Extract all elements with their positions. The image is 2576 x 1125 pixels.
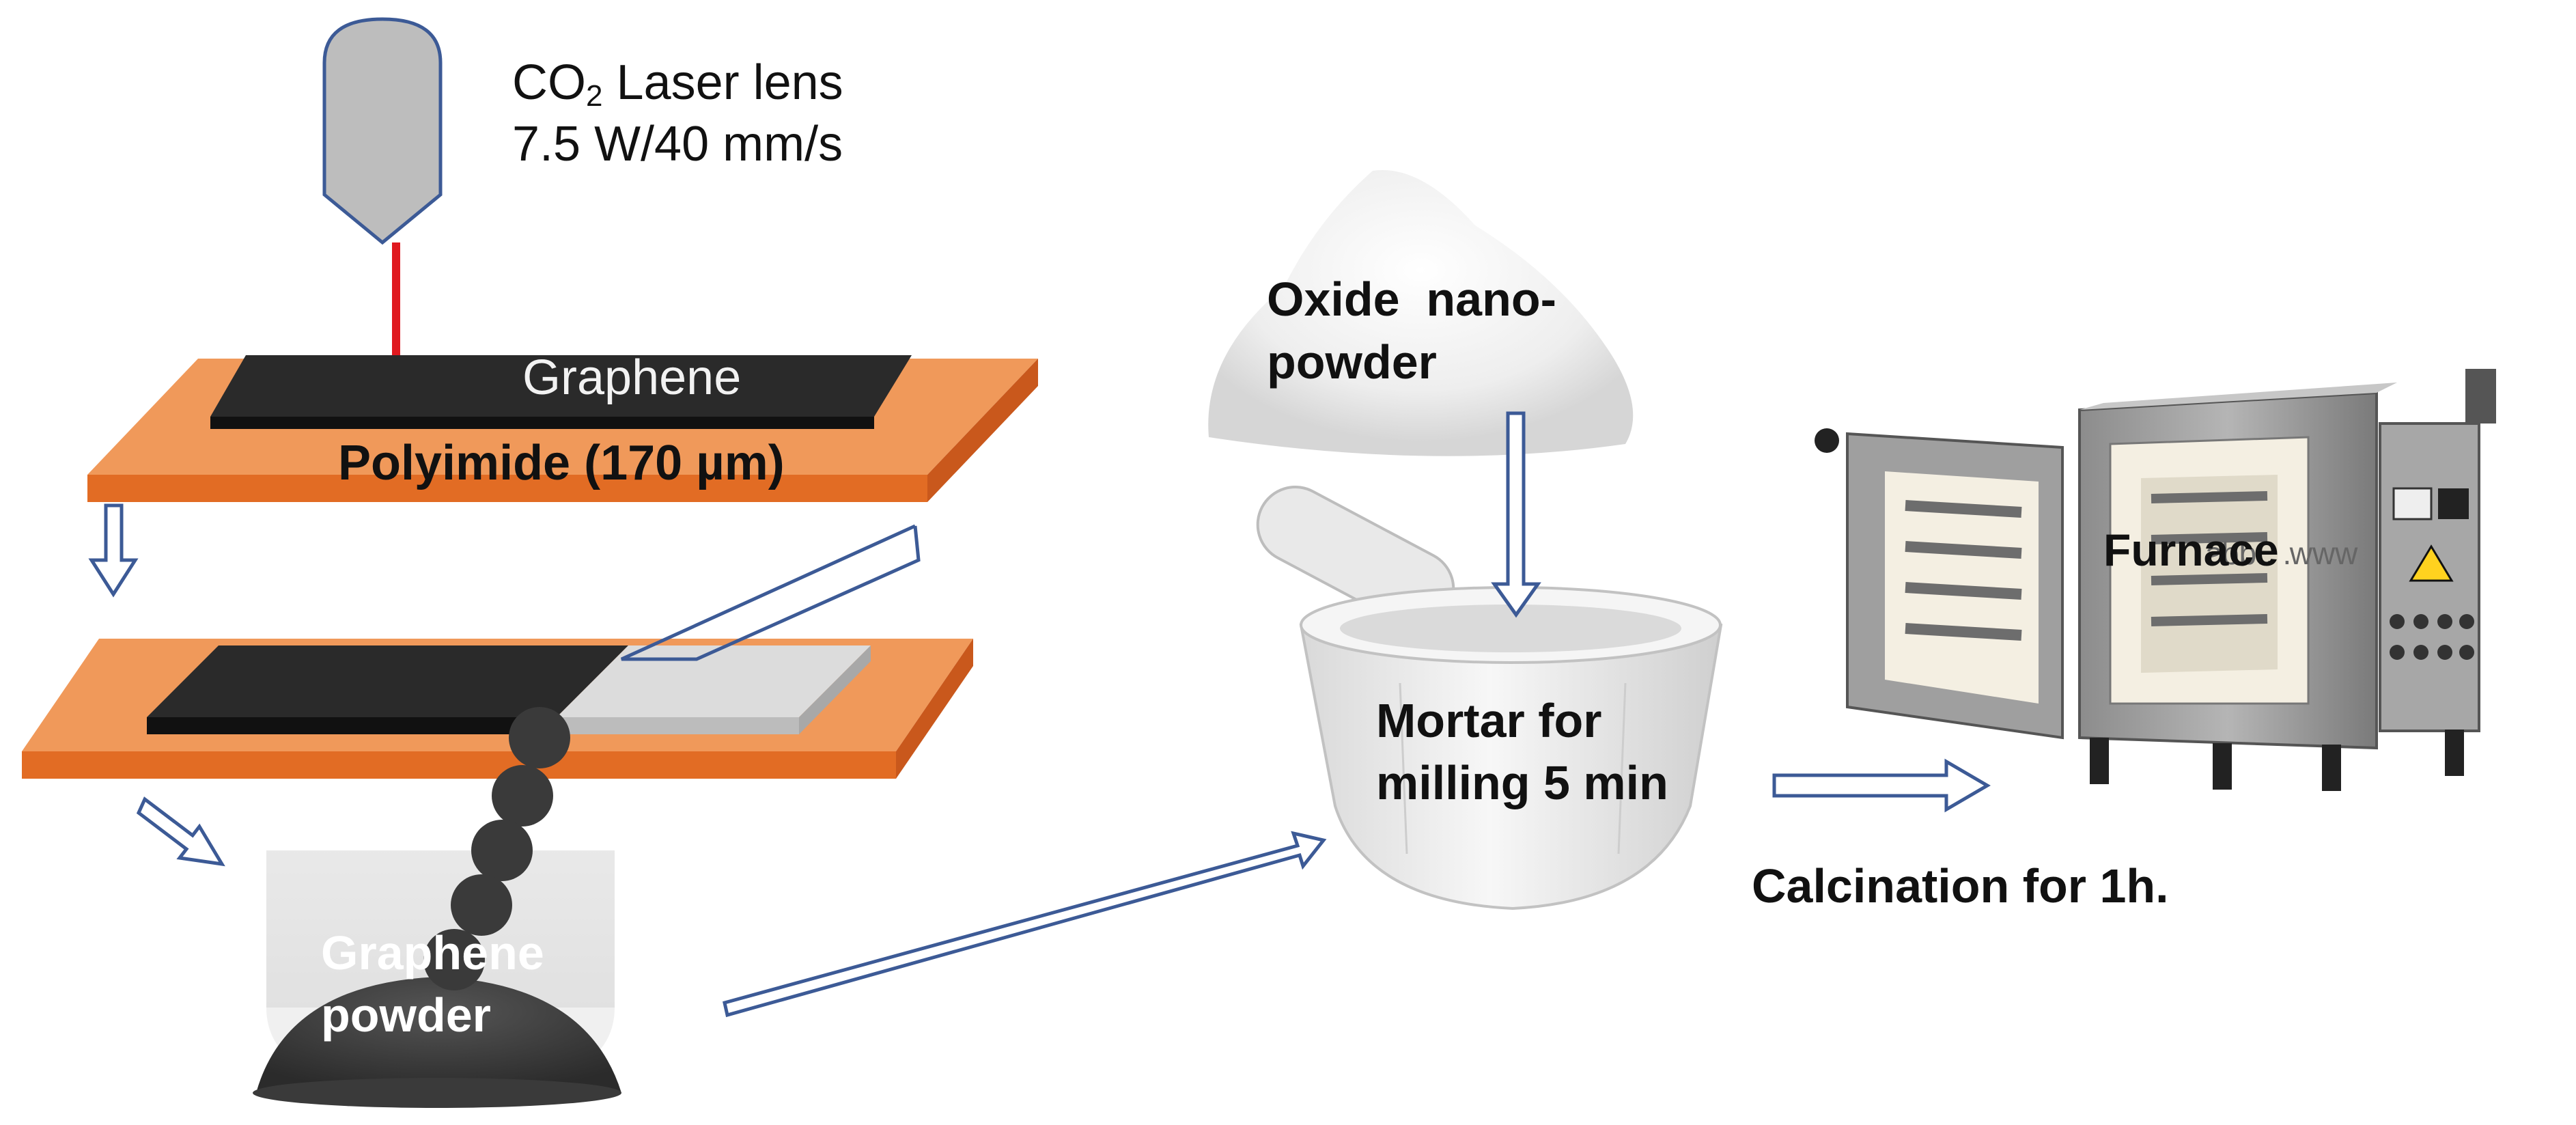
calcination-label: Calcination for 1h. [1752, 859, 2169, 913]
laser-label-line2: 7.5 W/40 mm/s [512, 116, 843, 171]
mortar-and-pestle [1256, 486, 1723, 911]
arrow-to-furnace [1772, 758, 1991, 813]
graphene-powder-pile [253, 977, 621, 1108]
oxide-nanopowder-label: Oxide nano- powder [1267, 268, 1556, 394]
laser-label-suffix: Laser lens [602, 55, 843, 110]
zoom-callout [620, 524, 921, 661]
remaining-graphene-film [147, 645, 628, 734]
furnace-label: Furnace [2103, 525, 2279, 575]
laser-label-subscript: 2 [586, 79, 603, 113]
laser-lens-label: CO2 Laser lens 7.5 W/40 mm/s [512, 53, 843, 175]
graphene-powder-label-line1: Graphene [321, 926, 544, 980]
graphene-powder-label: Graphene powder [321, 922, 544, 1046]
laser-lens [322, 17, 443, 245]
mortar-label: Mortar for milling 5 min [1376, 690, 1668, 814]
arrow-down-to-mortar [1491, 411, 1541, 618]
arrow-down-1 [88, 503, 139, 598]
mortar-label-line2: milling 5 min [1376, 756, 1668, 809]
graphene-film [210, 355, 912, 429]
exfoliated-area [557, 645, 871, 734]
arrow-to-mortar [723, 831, 1327, 1018]
laser-label-co: CO [512, 55, 586, 110]
laser-label-line1: CO2 Laser lens [512, 53, 843, 115]
arrow-diagonal-to-cup [136, 796, 225, 867]
polyimide-label: Polyimide (170 µm) [338, 436, 785, 490]
oxide-label-line2: powder [1267, 335, 1437, 389]
oxide-nanopowder-pile [1208, 170, 1634, 456]
graphene-flakes-falling [423, 707, 570, 990]
furnace [1815, 369, 2496, 791]
mortar-label-line1: Mortar for [1376, 694, 1602, 747]
graphene-film-label: Graphene [522, 350, 742, 405]
graphene-powder-label-line2: powder [321, 988, 491, 1042]
oxide-label-line1: Oxide nano- [1267, 273, 1556, 326]
